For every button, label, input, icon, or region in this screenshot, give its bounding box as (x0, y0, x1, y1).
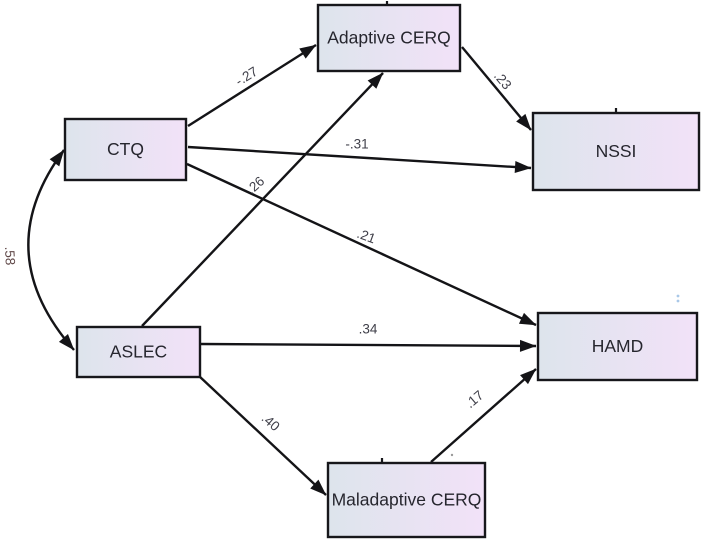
node-aslec: ASLEC (75, 325, 202, 379)
node-label-maladaptive-cerq: Maladaptive CERQ (332, 490, 482, 510)
edge-arrow-maladaptive-cerq-to-hamd (430, 368, 537, 463)
node-adaptive-cerq: Adaptive CERQ (316, 3, 462, 73)
node-box-maladaptive-cerq (326, 461, 487, 539)
node-box-aslec (75, 325, 202, 379)
node-hamd: HAMD (536, 311, 699, 382)
node-box-nssi (531, 111, 701, 192)
edge-arrow-aslec-to-adaptive-cerq (141, 72, 384, 327)
node-box-adaptive-cerq (316, 3, 462, 73)
edge-coefficient-maladaptive-cerq-to-hamd: .17 (462, 388, 486, 412)
edge-arrow-aslec-to-maladaptive-cerq (198, 375, 327, 496)
edge-coefficient-aslec-to-adaptive-cerq: .26 (243, 173, 267, 197)
edge-coefficient-aslec-to-maladaptive-cerq: .40 (259, 410, 283, 434)
node-box-ctq (63, 117, 188, 182)
edge-coefficient-ctq-to-adaptive-cerq: -.27 (233, 64, 261, 89)
artifact-gray-dot (450, 453, 454, 457)
artifact-blue-dot-bottom (676, 299, 680, 303)
edge-arrow-aslec-to-hamd (200, 339, 537, 352)
edge-coefficient-aslec-to-hamd: .34 (359, 322, 378, 337)
node-maladaptive-cerq: Maladaptive CERQ (326, 461, 487, 539)
node-layer: Adaptive CERQ CTQ NSSI ASLEC HAMD Maladaptive… (63, 3, 701, 539)
node-label-adaptive-cerq: Adaptive CERQ (327, 28, 451, 48)
node-label-nssi: NSSI (596, 141, 637, 161)
edge-arrow-adaptive-cerq-to-nssi (461, 46, 532, 131)
artifact-layer (380, 1, 680, 462)
node-label-hamd: HAMD (592, 336, 644, 356)
edge-coefficient-ctq-to-hamd: .21 (355, 226, 378, 247)
node-label-aslec: ASLEC (110, 342, 167, 362)
node-ctq: CTQ (63, 117, 188, 182)
node-nssi: NSSI (531, 111, 701, 192)
covariance-coefficient-ctq-aslec-covariance: .58 (2, 246, 18, 266)
artifact-blue-dot-top (676, 294, 680, 298)
edge-coefficient-adaptive-cerq-to-nssi: .23 (491, 68, 515, 92)
edge-arrow-ctq-to-adaptive-cerq (187, 43, 317, 128)
edge-arrow-ctq-to-nssi (187, 145, 532, 174)
edge-arrow-ctq-to-hamd (186, 162, 537, 327)
node-box-hamd (536, 311, 699, 382)
covariance-arrow-ctq-aslec-covariance (27, 149, 75, 351)
node-label-ctq: CTQ (107, 139, 144, 159)
edge-coefficient-ctq-to-nssi: -.31 (345, 137, 368, 152)
edge-layer: -.27 -.31 .21 .26 .34 .40 .17 .23 .58 (2, 43, 537, 496)
